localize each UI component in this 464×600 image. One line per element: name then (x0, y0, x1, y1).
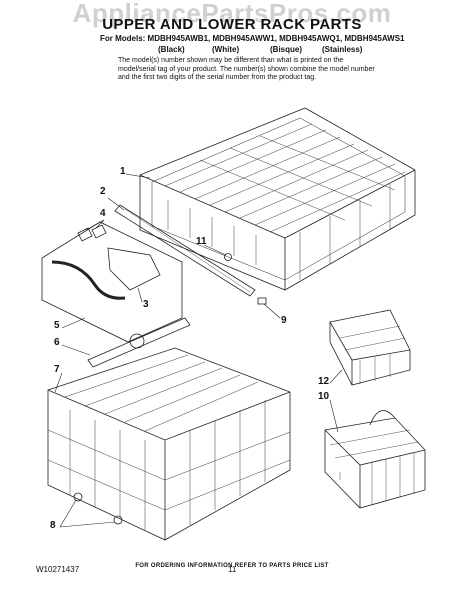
model-note: The model(s) number shown may be differe… (118, 57, 375, 81)
models-line: For Models: MDBH945AWB1, MDBH945AWW1, MD… (100, 34, 405, 43)
callout-4: 4 (100, 208, 106, 219)
callout-leaders (54, 173, 343, 528)
callout-7: 7 (54, 364, 60, 375)
watermark-text: AppliancePartsPros.com (72, 0, 392, 28)
page-number: 11 (228, 565, 237, 574)
clip-drawing (77, 224, 107, 242)
silverware-basket-drawing (324, 410, 426, 509)
variant-black: (Black) (158, 45, 185, 54)
supply-tube-drawing (51, 260, 126, 300)
lower-wheel-drawing (73, 492, 83, 502)
spray-arm-drawing (87, 317, 191, 368)
lower-rack-drawing (47, 347, 291, 541)
page-title: UPPER AND LOWER RACK PARTS (102, 16, 362, 33)
callout-9: 9 (281, 315, 287, 326)
silverware-basket-lid-drawing (329, 309, 411, 386)
document-id: W10271437 (36, 565, 80, 574)
callout-2: 2 (100, 186, 106, 197)
callout-10: 10 (318, 391, 330, 402)
rack-rail-drawing (114, 204, 256, 297)
upper-rack-drawing (139, 107, 416, 291)
callout-11: 11 (196, 236, 207, 247)
callout-12: 12 (318, 376, 330, 387)
callout-5: 5 (54, 320, 60, 331)
lower-wheel-drawing (113, 515, 123, 525)
ordering-info: FOR ORDERING INFORMATION REFER TO PARTS … (135, 563, 329, 569)
callout-1: 1 (120, 166, 126, 177)
manifold-drawing (107, 247, 161, 291)
spray-arm-hub-drawing (129, 333, 145, 349)
variant-white: (White) (212, 45, 240, 54)
callout-3: 3 (143, 299, 149, 310)
callout-6: 6 (54, 337, 60, 348)
upper-wheel-drawing (224, 253, 232, 261)
variant-bisque: (Bisque) (270, 45, 302, 54)
rack-stop-drawing (257, 297, 267, 305)
variant-stainless: (Stainless) (322, 45, 363, 54)
callout-8: 8 (50, 520, 56, 531)
